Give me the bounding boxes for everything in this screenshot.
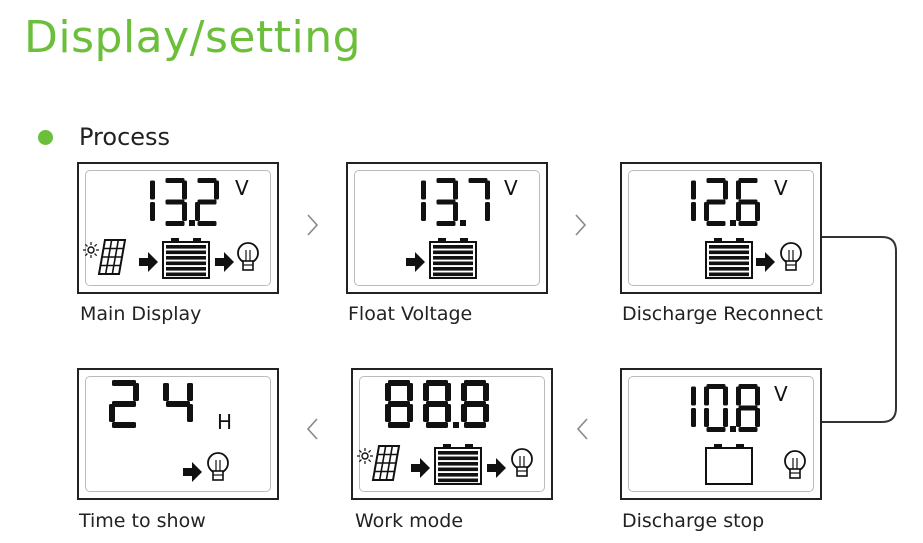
lcd-digit [163, 383, 193, 422]
lcd-digit [691, 180, 696, 221]
arrow-right-icon [139, 252, 158, 272]
panel-caption: Float Voltage [348, 303, 473, 325]
next-chevron-icon [307, 214, 319, 236]
unit-label: V [774, 176, 788, 200]
bullet-icon [38, 129, 53, 145]
panel-caption: Discharge stop [622, 510, 765, 532]
unit-label: V [235, 176, 249, 200]
decimal-point [730, 220, 736, 226]
lcd-readout [83, 178, 259, 279]
lcd-readout [357, 380, 533, 485]
prev-chevron-icon [576, 418, 588, 440]
lcd-digit [468, 178, 490, 221]
unit-label: H [217, 410, 233, 434]
lcd-digit [150, 180, 155, 221]
lcd-digit [385, 380, 413, 428]
arrow-right-icon [406, 252, 425, 272]
solar-panel-icon [97, 239, 127, 275]
prev-chevron-icon [306, 418, 318, 440]
lcd-panel-discharge-reconnect: V [620, 162, 822, 294]
arrow-right-icon [215, 252, 234, 272]
section-label: Process [79, 123, 171, 151]
lcd-digit [423, 380, 451, 428]
panel-caption: Discharge Reconnect [622, 303, 823, 325]
arrow-right-icon [183, 462, 202, 482]
page-title: Display/setting [24, 12, 362, 63]
panel-caption: Main Display [80, 303, 202, 325]
lcd-digit [165, 178, 187, 226]
arrow-right-icon [411, 458, 430, 478]
bulb-icon [237, 242, 259, 271]
lcd-readout [691, 384, 806, 485]
lcd-panel-discharge-stop: V [620, 368, 822, 500]
lcd-digit [195, 178, 219, 226]
lcd-digit [461, 380, 489, 428]
lcd-digit [421, 180, 426, 221]
bulb-icon [511, 448, 533, 477]
lcd-panel-work-mode [351, 368, 553, 500]
lcd-digit [736, 384, 760, 432]
lcd-panel-float-voltage: V [346, 162, 548, 294]
arrow-right-icon [487, 458, 506, 478]
lcd-readout [406, 178, 490, 279]
solar-panel-icon [371, 445, 401, 481]
lcd-digit [736, 178, 760, 226]
unit-label: V [774, 382, 788, 406]
lcd-digit [704, 384, 728, 432]
decimal-point [453, 422, 459, 428]
bulb-icon [784, 450, 806, 479]
bulb-icon [207, 452, 229, 481]
panel-caption: Time to show [79, 510, 206, 532]
decimal-point [189, 220, 195, 226]
lcd-digit [109, 380, 139, 428]
lcd-digit [436, 178, 458, 226]
sun-icon [83, 242, 99, 258]
lcd-panel-time-to-show: H [77, 368, 279, 500]
lcd-readout [109, 380, 229, 482]
unit-label: V [504, 176, 518, 200]
battery-full-icon [434, 444, 482, 485]
panel-caption: Work mode [355, 510, 464, 532]
arrow-right-icon [756, 252, 775, 272]
sun-icon [357, 448, 373, 464]
battery-full-icon [162, 238, 210, 279]
decimal-point [730, 426, 736, 432]
section-header: Process [38, 122, 170, 152]
lcd-readout [691, 178, 802, 279]
battery-empty-icon [705, 444, 753, 485]
next-chevron-icon [575, 214, 587, 236]
bulb-icon [780, 242, 802, 271]
battery-full-icon [705, 238, 753, 279]
lcd-panel-main-display: V [77, 162, 279, 294]
battery-full-icon [429, 238, 477, 279]
lcd-digit [704, 178, 728, 226]
lcd-digit [691, 386, 696, 427]
decimal-point [460, 220, 466, 226]
